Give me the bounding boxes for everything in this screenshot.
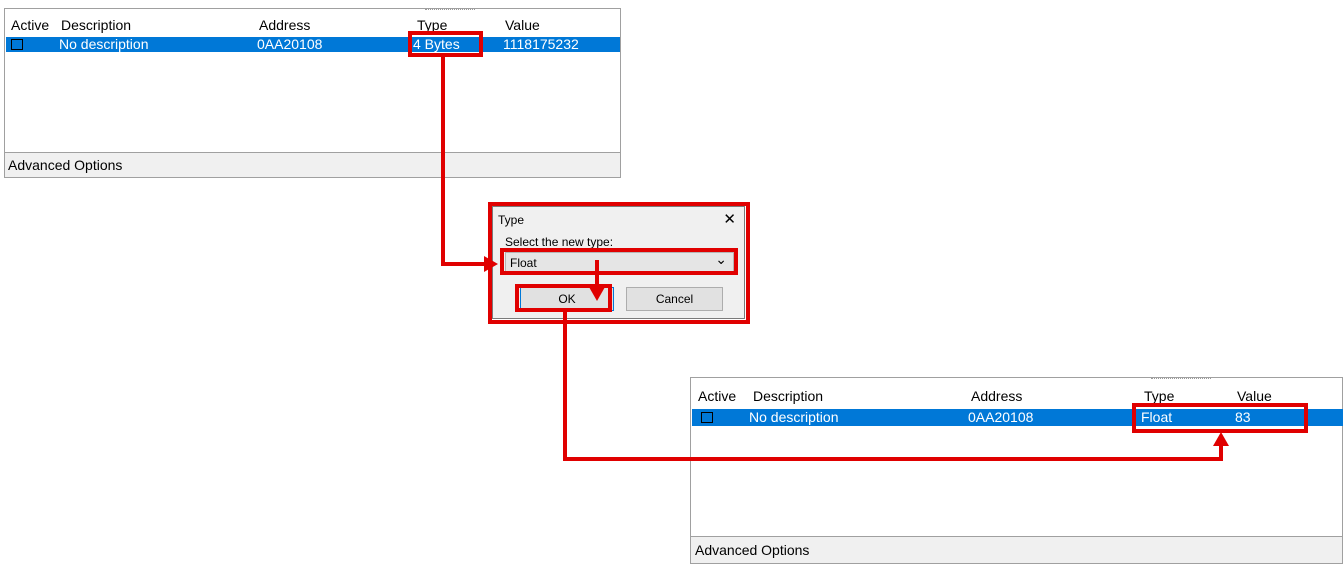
type-select-value: Float	[510, 256, 537, 270]
active-checkbox[interactable]	[11, 39, 23, 50]
annotation-arrow-line	[441, 57, 445, 266]
type-dialog: Type ✕ Select the new type: Float ⌄ OK C…	[492, 206, 745, 319]
highlight-type-select	[500, 248, 738, 275]
row-type: 4 Bytes	[413, 36, 460, 52]
col-header-type[interactable]: Type	[1144, 388, 1175, 404]
highlight-ok-button	[515, 284, 612, 312]
advanced-options-label: Advanced Options	[695, 542, 810, 558]
row-description: No description	[59, 36, 149, 52]
annotation-arrowhead	[1213, 432, 1229, 446]
annotation-arrow-line	[441, 262, 486, 266]
highlight-result-cells	[1132, 403, 1308, 433]
dialog-prompt: Select the new type:	[505, 235, 614, 249]
col-header-active[interactable]: Active	[11, 17, 50, 33]
col-header-description[interactable]: Description	[61, 17, 132, 33]
advanced-options-bar[interactable]: Advanced Options	[691, 536, 1342, 563]
address-list-top: Active Description Address Type Value No…	[4, 8, 621, 178]
col-header-value[interactable]: Value	[1237, 388, 1272, 404]
annotation-arrow-line	[1219, 444, 1223, 461]
col-header-type[interactable]: Type	[417, 17, 448, 33]
close-icon[interactable]: ✕	[723, 211, 736, 228]
type-select[interactable]: Float ⌄	[505, 251, 734, 273]
row-address: 0AA20108	[257, 36, 323, 52]
col-header-address[interactable]: Address	[259, 17, 311, 33]
col-header-address[interactable]: Address	[971, 388, 1023, 404]
row-value: 1118175232	[503, 36, 579, 52]
highlight-type-cell	[408, 31, 483, 57]
annotation-arrowhead	[589, 287, 605, 301]
annotation-arrow-line	[595, 260, 599, 288]
row-value: 83	[1235, 409, 1251, 425]
cancel-button[interactable]: Cancel	[626, 287, 723, 311]
annotation-arrowhead	[484, 256, 498, 272]
table-row[interactable]: No description 0AA20108 Float 83	[692, 409, 1343, 426]
active-checkbox[interactable]	[701, 412, 713, 423]
advanced-options-label: Advanced Options	[8, 157, 123, 173]
resize-grip[interactable]	[1151, 378, 1211, 383]
dialog-title: Type	[498, 213, 525, 227]
col-header-active[interactable]: Active	[698, 388, 737, 404]
col-header-value[interactable]: Value	[505, 17, 540, 33]
advanced-options-bar[interactable]: Advanced Options	[5, 152, 620, 177]
row-address: 0AA20108	[968, 409, 1034, 425]
col-header-description[interactable]: Description	[753, 388, 824, 404]
address-list-bottom: Active Description Address Type Value No…	[690, 377, 1343, 564]
resize-grip[interactable]	[425, 9, 475, 14]
annotation-arrow-line	[563, 312, 567, 461]
row-description: No description	[749, 409, 839, 425]
table-row[interactable]: No description 0AA20108 4 Bytes 11181752…	[6, 37, 620, 52]
row-type: Float	[1141, 409, 1173, 425]
annotation-arrow-line	[563, 457, 1223, 461]
chevron-down-icon: ⌄	[715, 251, 727, 267]
